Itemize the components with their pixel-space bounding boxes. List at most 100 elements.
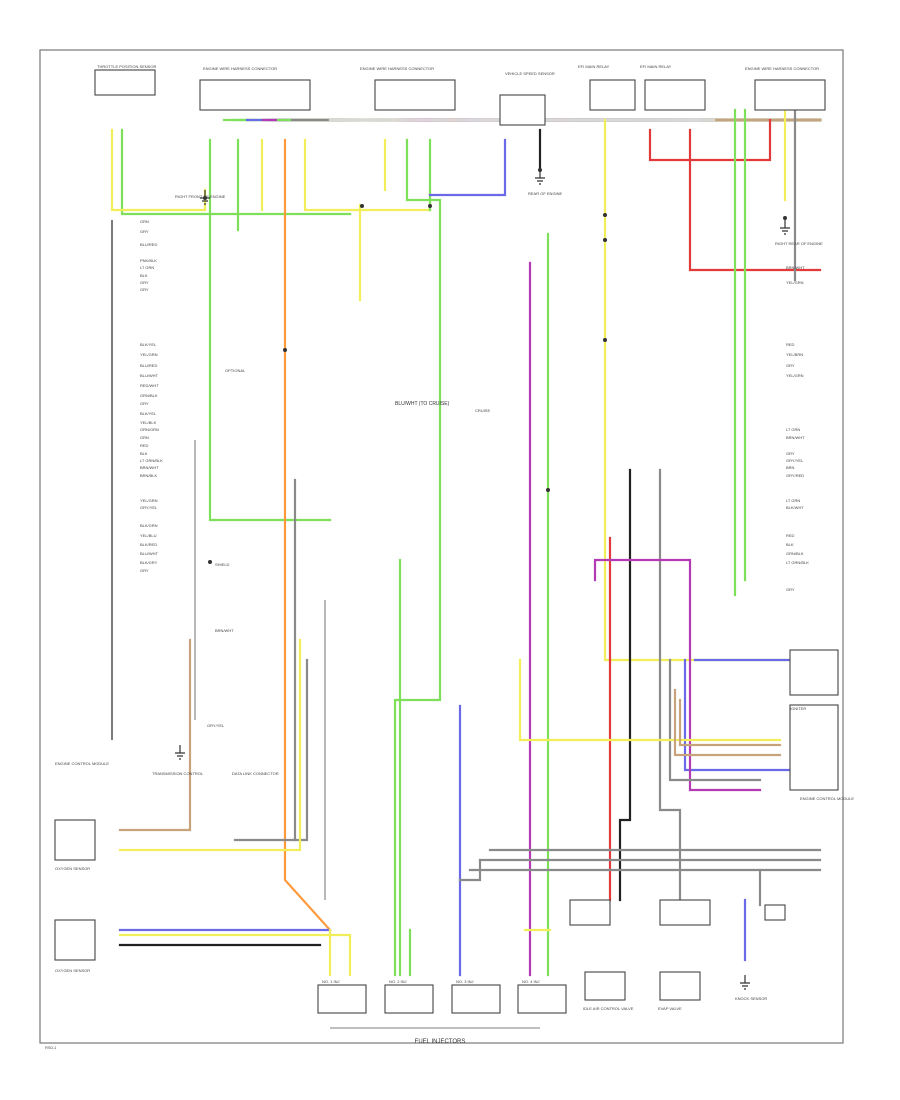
wire-label-13: RED/WHT	[140, 383, 159, 388]
wire-label-26: GRY/YEL	[140, 505, 158, 510]
injector-4-box	[517, 984, 567, 1014]
top-right-connector-label: ENGINE WIRE HARNESS CONNECTOR	[745, 66, 819, 71]
v-purple-right	[593, 558, 762, 792]
inline-label-c: SHIELD	[215, 562, 230, 567]
wire-label-12: BLU/WHT	[140, 373, 159, 378]
injector-1-label: NO. 1 INJ	[322, 979, 340, 984]
wire-label-8: GRY	[140, 287, 149, 292]
splice-dot-5	[603, 238, 607, 242]
right-label-10: GRY/YEL	[786, 458, 804, 463]
ecm-label: ENGINE CONTROL MODULE	[55, 761, 109, 766]
ground-3-symbol	[780, 220, 790, 235]
engine-connector-2-label: ENGINE WIRE HARNESS CONNECTOR	[360, 66, 434, 71]
wire-label-24: BRN/BLK	[140, 473, 157, 478]
knock-ground	[740, 975, 750, 990]
inline-label-e: BRN/WHT	[215, 628, 234, 633]
v-gray-right	[658, 468, 682, 902]
wire-label-28: YEL/BLU	[140, 533, 157, 538]
v-blue-right	[683, 658, 792, 772]
right-label-17: GRN/BLK	[786, 551, 804, 556]
right-label-14: BLK/WHT	[786, 505, 804, 510]
splice-dot-7	[283, 348, 287, 352]
data-link-label: DATA LINK CONNECTOR	[232, 771, 279, 776]
v-o2-1b	[118, 638, 302, 852]
o2-sensor-2-box	[54, 919, 96, 961]
knock-sensor-label: KNOCK SENSOR	[735, 996, 767, 1001]
right-label-4: YEL/BRN	[786, 352, 803, 357]
right-label-9: GRY	[786, 451, 795, 456]
wire-label-9: BLK/YEL	[140, 342, 157, 347]
canister-valve-box	[659, 971, 701, 1001]
o2-sensor-1-label: OXYGEN SENSOR	[55, 866, 90, 871]
canister-valve-label: EVAP VALVE	[658, 1006, 682, 1011]
transmission-ground	[175, 745, 185, 760]
efi-relay-b-box	[644, 79, 706, 111]
right-label-18: LT GRN/BLK	[786, 560, 809, 565]
splice-dot-9	[208, 560, 212, 564]
right-label-12: GRY/RED	[786, 473, 804, 478]
ground-3-label: RIGHT REAR OF ENGINE	[775, 241, 823, 246]
idle-valve-box	[584, 971, 626, 1001]
wire-label-4: PNK/BLK	[140, 258, 157, 263]
right-ecm-label: ENGINE CONTROL MODULE	[800, 796, 854, 801]
injector-2-box	[384, 984, 434, 1014]
wire-label-19: GRN	[140, 435, 149, 440]
idle-valve-label: IDLE AIR CONTROL VALVE	[583, 1006, 634, 1011]
right-label-8: BRN/WHT	[786, 435, 805, 440]
right-label-13: LT GRN	[786, 498, 800, 503]
wire-label-2: GRY	[140, 229, 149, 234]
right-label-19: GRY	[786, 587, 795, 592]
v-gray-right2	[668, 658, 762, 782]
engine-connector-1-box	[199, 79, 311, 111]
wire-label-5: LT GRN	[140, 265, 154, 270]
injector-3-label: NO. 3 INJ	[456, 979, 474, 984]
right-label-7: LT GRN	[786, 427, 800, 432]
injector-3-box	[451, 984, 501, 1014]
wire-label-23: BRN/WHT	[140, 465, 159, 470]
knock-box	[764, 904, 786, 921]
v-yellow-main	[603, 118, 822, 662]
v-black-right	[618, 468, 632, 902]
component-layer	[54, 69, 839, 1029]
engine-connector-2-box	[374, 79, 456, 111]
right-ecm-box	[789, 704, 839, 791]
v-tan-right2	[678, 698, 782, 747]
splice-dot-6	[603, 338, 607, 342]
right-label-16: BLK	[786, 542, 794, 547]
ground-2-label: REAR OF ENGINE	[528, 191, 563, 196]
igniter-label: IGNITER	[790, 706, 806, 711]
splice-dot-8	[546, 488, 550, 492]
transmission-label: TRANSMISSION CONTROL	[152, 771, 204, 776]
wire-label-31: BLK/GRY	[140, 560, 158, 565]
v-relay-red2	[688, 128, 822, 272]
splice-dot-10	[538, 168, 542, 172]
v-o2-1a	[118, 638, 192, 832]
wire-label-25: YEL/GRN	[140, 498, 158, 503]
wire-label-30: BLU/WHT	[140, 551, 159, 556]
v-conn2-b	[405, 138, 442, 217]
wire-label-15: GRY	[140, 401, 149, 406]
vss-label: VEHICLE SPEED SENSOR	[505, 71, 555, 76]
inline-label-d: OPTIONAL	[225, 368, 246, 373]
page-ref: RS0-1	[45, 1045, 57, 1050]
right-label-3: RED	[786, 342, 795, 347]
injector-1-box	[317, 984, 367, 1014]
splice-dot-2	[360, 204, 364, 208]
v-ground-bus4	[458, 858, 482, 882]
injector-4-label: NO. 4 INJ	[522, 979, 540, 984]
wire-label-14: GRN/BLK	[140, 393, 158, 398]
v-yellow-right	[518, 658, 782, 742]
tps-box	[94, 69, 156, 96]
wire-label-1: GRN	[140, 219, 149, 224]
engine-connector-1-label: ENGINE WIRE HARNESS CONNECTOR	[203, 66, 277, 71]
wire-label-11: BLU/RED	[140, 363, 157, 368]
wire-label-7: GRY	[140, 280, 149, 285]
right-label-5: GRY	[786, 363, 795, 368]
o2-sensor-1-box	[54, 819, 96, 861]
efi-relay-a-label: EFI MAIN RELAY	[578, 64, 610, 69]
inline-label-f: GRY/YEL	[207, 723, 225, 728]
iac-connector-box	[569, 899, 611, 926]
right-label-2: YEL/GRN	[786, 280, 804, 285]
v-black-bottom	[233, 658, 309, 842]
efi-relay-a-box	[589, 79, 636, 111]
